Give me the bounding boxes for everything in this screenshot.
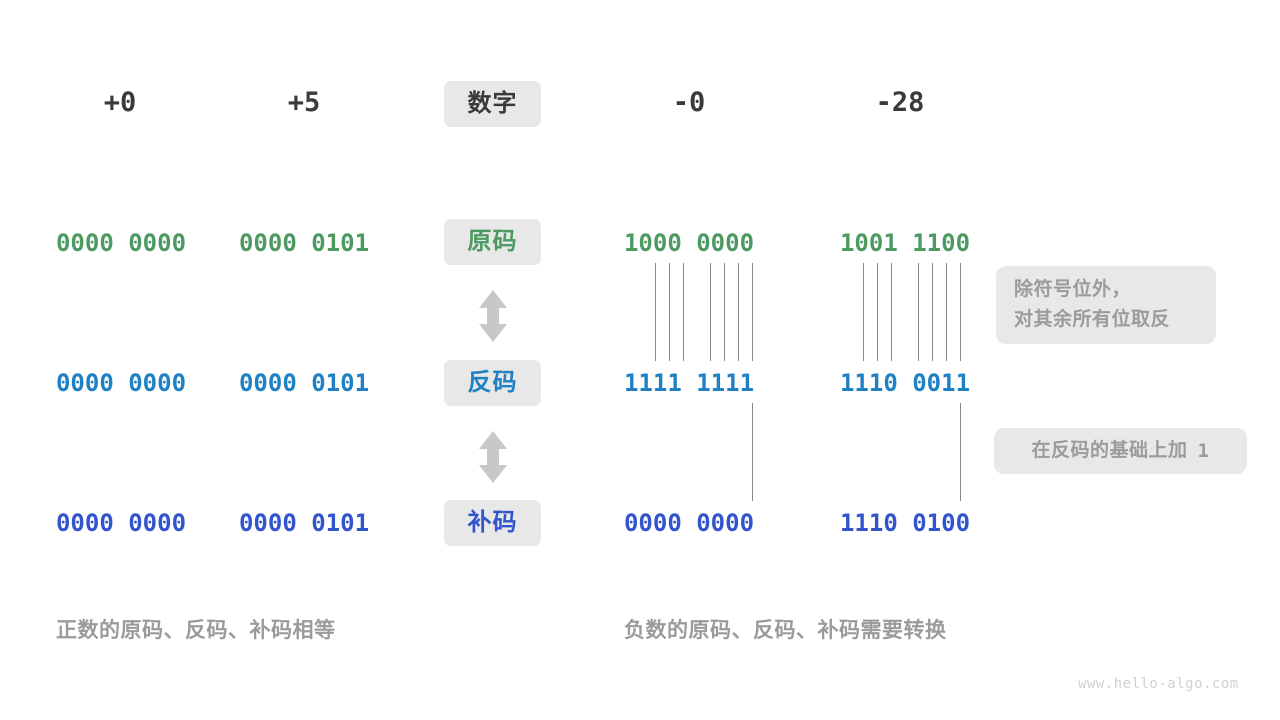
bit-connector-line [891,263,892,361]
watermark: www.hello-algo.com [1078,676,1239,692]
bit-connector-line [918,263,919,361]
twos-complement-minus-28: 1110 0100 [839,509,971,537]
note-invert-bits: 除符号位外， 对其余所有位取反 [996,266,1216,344]
header-value-minus-zero: -0 [672,87,706,118]
bit-connector-line [752,403,753,501]
bit-connector-line [960,403,961,501]
bit-connector-line [946,263,947,361]
sign-magnitude-minus-28: 1001 1100 [839,229,971,257]
bit-connector-line [724,263,725,361]
note-invert-line-1: 除符号位外， [1014,279,1132,300]
sign-magnitude-plus-zero: 0000 0000 [55,229,187,257]
transform-arrow-ones-to-twos [476,430,510,484]
header-value-plus-zero: +0 [103,87,137,118]
twos-complement-plus-five: 0000 0101 [238,509,370,537]
twos-complement-minus-zero: 0000 0000 [623,509,755,537]
transform-arrow-sign-to-ones [476,289,510,343]
caption-negative: 负数的原码、反码、补码需要转换 [624,619,947,642]
header-label-number: 数字 [444,81,541,127]
bit-connector-line [655,263,656,361]
bit-connector-line [932,263,933,361]
bit-connector-line [752,263,753,361]
header-value-minus-28: -28 [875,87,925,118]
bit-connector-line [960,263,961,361]
note-add-one: 在反码的基础上加 1 [994,428,1247,474]
note-add-one-text: 在反码的基础上加 [1031,440,1188,461]
bit-connector-line [877,263,878,361]
header-value-plus-five: +5 [287,87,321,118]
bit-connector-line [863,263,864,361]
bit-connector-line [683,263,684,361]
bit-connector-line [669,263,670,361]
ones-complement-plus-five: 0000 0101 [238,369,370,397]
bit-connector-line [710,263,711,361]
row-label-ones-complement: 反码 [444,360,541,406]
sign-magnitude-plus-five: 0000 0101 [238,229,370,257]
row-label-twos-complement: 补码 [444,500,541,546]
sign-magnitude-minus-zero: 1000 0000 [623,229,755,257]
caption-positive: 正数的原码、反码、补码相等 [56,619,336,642]
ones-complement-minus-28: 1110 0011 [839,369,971,397]
note-add-one-value: 1 [1197,440,1210,462]
ones-complement-plus-zero: 0000 0000 [55,369,187,397]
ones-complement-minus-zero: 1111 1111 [623,369,755,397]
note-invert-line-2: 对其余所有位取反 [1014,309,1171,330]
twos-complement-plus-zero: 0000 0000 [55,509,187,537]
row-label-sign-magnitude: 原码 [444,219,541,265]
bit-connector-line [738,263,739,361]
